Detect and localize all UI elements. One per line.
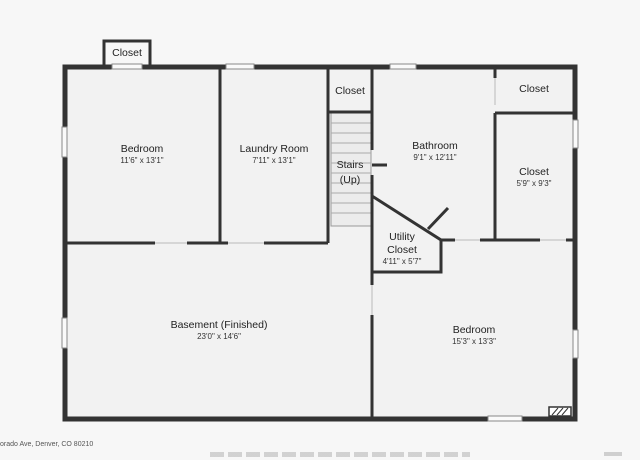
window-bedroom-south bbox=[487, 415, 523, 422]
window-bathroom bbox=[389, 63, 417, 70]
closet-east-label: Closet bbox=[519, 166, 549, 178]
closet-top-label: Closet bbox=[112, 47, 142, 59]
laundry-room-dims: 7'11" x 13'1" bbox=[252, 156, 295, 165]
utility-closet-dims: 4'11" x 5'7" bbox=[383, 257, 422, 266]
disclaimer-text-blurred bbox=[210, 452, 470, 457]
stairs-label: Stairs bbox=[337, 159, 364, 171]
closet-east-dims: 5'9" x 9'3" bbox=[517, 179, 552, 188]
interior-walls bbox=[65, 67, 575, 419]
bathroom-dims: 9'1" x 12'11" bbox=[413, 153, 456, 162]
laundry-room-label: Laundry Room bbox=[240, 143, 309, 155]
stairs-direction: (Up) bbox=[340, 174, 360, 186]
doorways bbox=[155, 78, 566, 315]
window-basement bbox=[61, 317, 68, 349]
hatched-fixture bbox=[548, 406, 572, 417]
utility-closet-label: Utility bbox=[389, 231, 415, 243]
listing-address: orado Ave, Denver, CO 80210 bbox=[0, 441, 94, 448]
bedroom-nw-label: Bedroom bbox=[121, 143, 164, 155]
utility-closet-label-2: Closet bbox=[387, 244, 417, 256]
window-bedroom-west bbox=[61, 126, 68, 158]
closet-mid-label: Closet bbox=[335, 85, 365, 97]
window-bedroom-east bbox=[572, 329, 579, 359]
bedroom-nw-dims: 11'6" x 13'1" bbox=[120, 156, 163, 165]
basement-dims: 23'0" x 14'6" bbox=[197, 332, 241, 341]
exterior-walls bbox=[62, 39, 578, 422]
window-closet-top bbox=[111, 63, 143, 70]
bedroom-se-dims: 15'3" x 13'3" bbox=[452, 337, 496, 346]
window-laundry bbox=[225, 63, 255, 70]
bathroom-label: Bathroom bbox=[412, 140, 458, 152]
closet-ne-label: Closet bbox=[519, 83, 549, 95]
stair-treads bbox=[330, 112, 372, 227]
window-closet-east bbox=[572, 119, 579, 149]
basement-label: Basement (Finished) bbox=[171, 319, 268, 331]
bedroom-se-label: Bedroom bbox=[453, 324, 496, 336]
windows bbox=[61, 63, 579, 422]
footer-mark bbox=[604, 452, 622, 456]
